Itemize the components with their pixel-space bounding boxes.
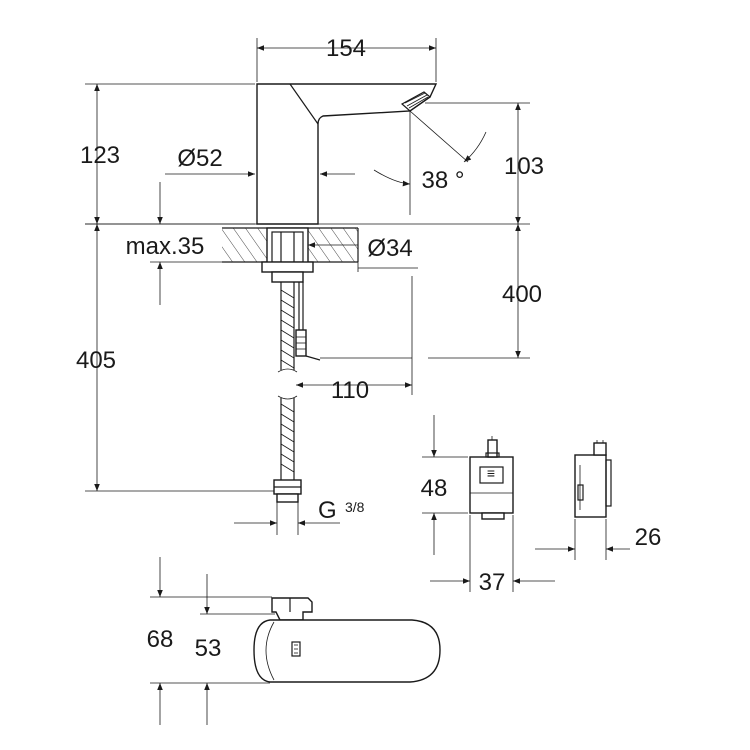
label-top-view-inner: 53: [195, 635, 222, 662]
faucet-side-view: [222, 83, 438, 503]
label-module-depth: 26: [635, 524, 662, 551]
label-spout-diameter: Ø52: [177, 145, 222, 172]
label-below-deck-depth: 400: [502, 281, 542, 308]
sensor-cable: [295, 282, 321, 361]
control-module-front: ≡: [422, 415, 555, 592]
label-module-height: 48: [421, 475, 448, 502]
dimension-lines: [85, 38, 530, 535]
label-connection-thread-fraction: 3/8: [345, 499, 365, 515]
label-connection-thread: G: [318, 497, 337, 524]
label-hose-length: 405: [76, 347, 116, 374]
supply-hose: [273, 282, 302, 503]
svg-text:≡: ≡: [487, 465, 495, 481]
faucet-body-edge: [289, 83, 319, 125]
faucet-top-view: [150, 557, 441, 725]
spout-outlet: [400, 91, 431, 112]
label-top-view-outer: 68: [147, 626, 174, 653]
label-max-deck-thickness: max.35: [126, 233, 205, 260]
dimension-labels: 154 123 Ø52 38 ° 103 max.35 Ø34 400 405 …: [76, 35, 661, 662]
label-outlet-height: 103: [504, 153, 544, 180]
label-module-width: 37: [479, 569, 506, 596]
label-width-total: 154: [326, 35, 366, 62]
label-height-above-deck: 123: [80, 142, 120, 169]
mounting-shank: [261, 227, 314, 283]
label-hole-diameter: Ø34: [367, 235, 412, 262]
label-box-offset: 110: [331, 377, 369, 404]
label-spout-angle: 38 °: [422, 167, 465, 194]
control-module-side: [535, 440, 630, 560]
